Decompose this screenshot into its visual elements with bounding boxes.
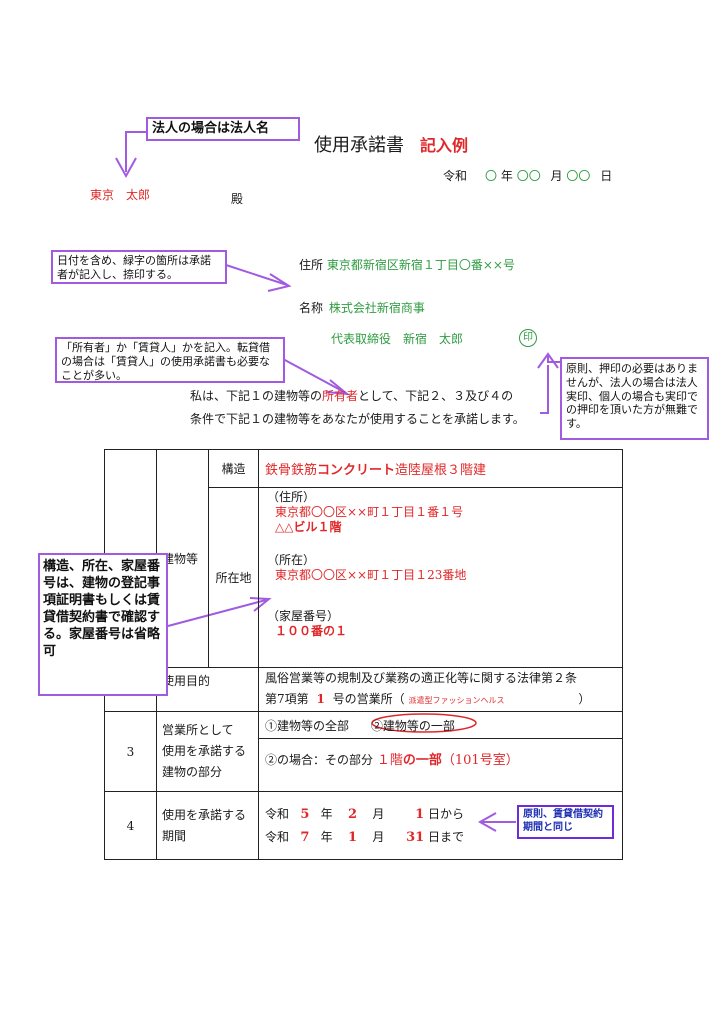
note-owner-lessor: 「所有者」か「賃貸人」かを記入。転貸借の場合は「賃貸人」の使用承諾書も必要なこと… <box>55 337 285 383</box>
table-row: 1 建物等 構造 鉄骨鉄筋コンクリート造陸屋根３階建 <box>104 449 623 668</box>
grantor-representative: 代表取締役 新宿 太郎 <box>331 332 464 346</box>
location-value: （住所） 東京都〇〇区××町１丁目１番１号 △△ビル１階 （所在） 東京都〇〇区… <box>258 487 623 668</box>
note-period: 原則、賃貸借契約期間と同じ <box>517 805 614 839</box>
addressee-name: 東京 太郎 <box>90 188 151 202</box>
portion-value: ②の場合：その部分 １階の一部（101号室） <box>258 738 623 792</box>
document-title: 使用承諾書 <box>314 135 404 156</box>
grantor-address: 住所 東京都新宿区新宿１丁目〇番××号 <box>299 258 515 272</box>
structure-value: 鉄骨鉄筋コンクリート造陸屋根３階建 <box>258 449 623 488</box>
row-label-period: 使用を承諾する 期間 <box>156 791 259 860</box>
table-row: ②の場合：その部分 １階の一部（101号室） <box>105 738 623 792</box>
location-label: 所在地 <box>208 487 259 668</box>
purpose-value: 風俗営業等の規制及び業務の適正化等に関する法律第２条 第7項第 1 号の営業所（… <box>258 667 623 712</box>
row-label-purpose: 使用目的 <box>156 667 259 712</box>
row-number: 4 <box>104 791 157 860</box>
consent-text-line-1: 私は、下記１の建物等の所有者として、下記２、３及び４の <box>190 389 514 403</box>
row-label-portion: 営業所として 使用を承諾する 建物の部分 <box>156 711 259 792</box>
honorific: 殿 <box>231 192 244 206</box>
seal-mark: 印 <box>519 329 537 347</box>
table-row: 3 営業所として 使用を承諾する 建物の部分 ①建物等の全部 ②建物等の一部 <box>104 711 623 792</box>
note-date-green: 日付を含め、緑字の箇所は承諾者が記入し、捺印する。 <box>51 250 227 284</box>
example-label: 記入例 <box>420 136 469 155</box>
row-number: 3 <box>104 711 157 792</box>
grantor-company: 名称 株式会社新宿商事 <box>299 301 425 315</box>
conditions-table: 1 建物等 構造 鉄骨鉄筋コンクリート造陸屋根３階建 所在地 （住所） 東京都〇… <box>104 449 623 860</box>
note-registry: 構造、所在、家屋番号は、建物の登記事項証明書もしくは賃貸借契約書で確認する。家屋… <box>38 553 168 696</box>
date-line: 令和〇 年 〇〇 月 〇〇 日 <box>443 169 613 183</box>
structure-label: 構造 <box>208 449 259 488</box>
note-corporate-name: 法人の場合は法人名 <box>146 117 300 141</box>
note-seal: 原則、押印の必要はありませんが、法人の場合は法人実印、個人の場合も実印での押印を… <box>560 357 709 440</box>
consent-text-line-2: 条件で下記１の建物等をあなたが使用することを承諾します。 <box>190 412 525 426</box>
table-row: 所在地 （住所） 東京都〇〇区××町１丁目１番１号 △△ビル１階 （所在） 東京… <box>105 487 623 668</box>
table-row: 2 使用目的 風俗営業等の規制及び業務の適正化等に関する法律第２条 第7項第 1… <box>104 667 623 712</box>
portion-options: ①建物等の全部 ②建物等の一部 <box>258 711 623 739</box>
